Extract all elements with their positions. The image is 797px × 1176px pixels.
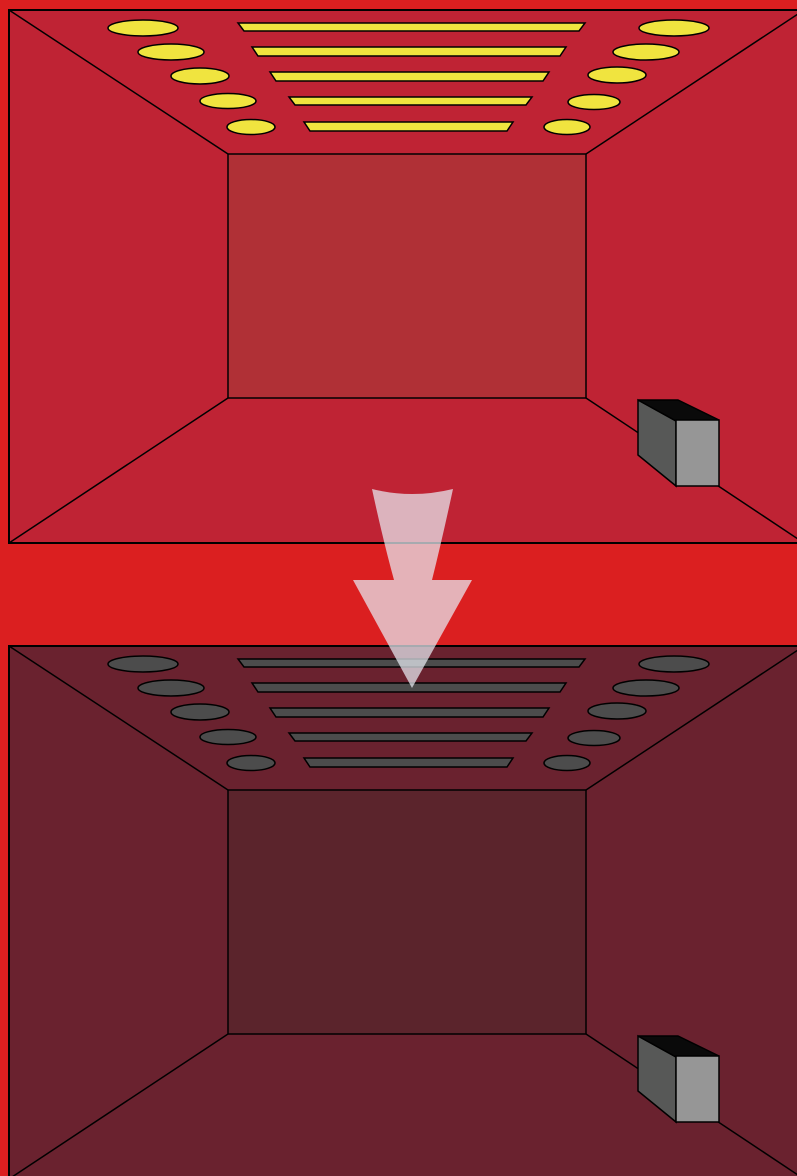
ceiling-strip-light	[304, 758, 513, 767]
ceiling-light-icon	[108, 656, 178, 672]
ceiling-light-icon	[613, 44, 679, 60]
ceiling-light-icon	[613, 680, 679, 696]
ceiling-strip-light	[252, 683, 566, 692]
ceiling-light-icon	[200, 730, 256, 745]
ceiling-light-icon	[200, 94, 256, 109]
ceiling-light-icon	[568, 95, 620, 110]
ceiling-strip-light	[304, 122, 513, 131]
ceiling-light-icon	[138, 44, 204, 60]
ceiling-light-icon	[227, 756, 275, 771]
ceiling-light-icon	[171, 704, 229, 720]
ceiling-light-icon	[171, 68, 229, 84]
ceiling-light-icon	[108, 20, 178, 36]
ceiling-strip-light	[252, 47, 566, 56]
dark-room-panel	[9, 646, 797, 1176]
ceiling-light-icon	[544, 120, 590, 135]
ceiling-light-icon	[588, 703, 646, 719]
ceiling-light-icon	[639, 656, 709, 672]
back-wall	[228, 154, 586, 398]
ceiling-light-icon	[227, 120, 275, 135]
ceiling-light-icon	[138, 680, 204, 696]
back-wall	[228, 790, 586, 1034]
ceiling-light-icon	[588, 67, 646, 83]
ceiling-strip-light	[238, 23, 585, 31]
ceiling-strip-light	[270, 72, 549, 81]
lit-room-panel	[9, 10, 797, 543]
ceiling-strip-light	[270, 708, 549, 717]
ceiling-light-icon	[568, 731, 620, 746]
ceiling-strip-light	[289, 733, 532, 741]
ceiling-light-icon	[639, 20, 709, 36]
ceiling-light-icon	[544, 756, 590, 771]
ceiling-strip-light	[289, 97, 532, 105]
